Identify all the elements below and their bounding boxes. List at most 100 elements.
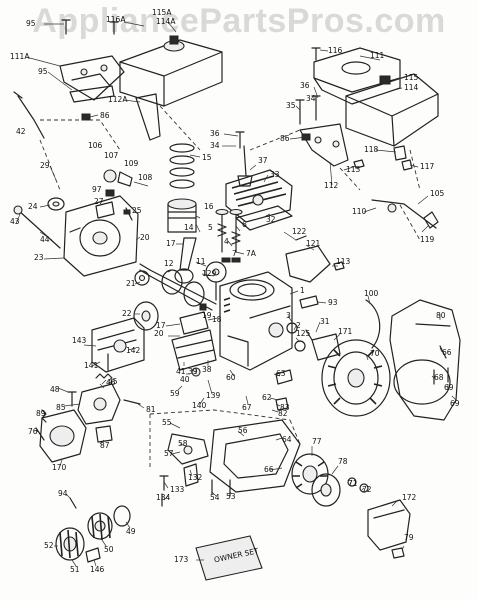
carburetor-45[interactable] xyxy=(77,383,121,425)
choke-linkage-105[interactable] xyxy=(371,199,439,229)
connecting-rod-17[interactable] xyxy=(174,237,197,284)
screw-36b[interactable] xyxy=(235,131,245,149)
screw-116a[interactable] xyxy=(109,21,119,35)
part-label: 173 xyxy=(174,555,189,564)
air-cleaner-cover-right[interactable] xyxy=(345,73,439,147)
governor-106-109[interactable] xyxy=(103,169,133,197)
part-label: 51 xyxy=(70,565,80,574)
part-label: 6 xyxy=(242,220,247,229)
part-label: 70 xyxy=(370,349,380,358)
flywheel-key-12[interactable] xyxy=(221,257,231,263)
screw-81[interactable] xyxy=(123,399,141,405)
nut-113b[interactable] xyxy=(333,261,345,271)
carburetor-bracket-112[interactable] xyxy=(299,123,349,167)
part-117[interactable] xyxy=(401,159,413,171)
flywheel-22[interactable] xyxy=(133,301,159,331)
screw-66[interactable] xyxy=(439,345,447,359)
screw-35[interactable] xyxy=(295,99,305,125)
muffler-141[interactable] xyxy=(91,317,145,373)
part-label: 139 xyxy=(206,391,221,400)
cord-guide-100[interactable] xyxy=(365,299,381,349)
part-label: 31 xyxy=(320,317,330,326)
part-label: 59 xyxy=(170,389,180,398)
spark-plug-37[interactable] xyxy=(237,145,253,187)
part-label: 18 xyxy=(212,315,222,324)
part-label: 24 xyxy=(28,202,38,211)
part-label: 116 xyxy=(328,46,343,55)
head-gasket-32[interactable] xyxy=(235,205,293,231)
part-label: 34 xyxy=(210,141,220,150)
spacer-2-3[interactable] xyxy=(286,322,306,352)
screw-86a[interactable] xyxy=(81,113,91,121)
shroud-121[interactable] xyxy=(285,245,331,283)
part-label: 93 xyxy=(328,298,338,307)
clip-93[interactable] xyxy=(299,295,319,309)
crankcase-cover-20[interactable] xyxy=(63,195,139,277)
air-filter-cover-172[interactable] xyxy=(367,499,411,551)
rewind-starter-70[interactable] xyxy=(321,339,391,417)
screw-68-69[interactable] xyxy=(433,367,449,385)
owners-manual-173[interactable]: OWNER SET xyxy=(195,535,263,581)
dipstick-44[interactable] xyxy=(13,205,61,249)
part-label: 46 xyxy=(106,378,116,387)
washer-72[interactable] xyxy=(359,483,369,493)
blower-housing-80[interactable] xyxy=(389,299,461,421)
float-bowl-170[interactable] xyxy=(39,409,87,463)
piston-14[interactable] xyxy=(167,198,197,233)
part-label: 15 xyxy=(202,153,212,162)
cylinder-head-33[interactable] xyxy=(225,169,293,223)
governor-lever-58[interactable] xyxy=(167,433,209,465)
starter-cup-78[interactable] xyxy=(311,473,341,507)
screw-122[interactable] xyxy=(295,235,307,241)
starter-pulley-77[interactable] xyxy=(291,453,329,495)
gaskets-17-19[interactable] xyxy=(179,303,209,335)
air-cleaner-cover-left[interactable] xyxy=(119,35,223,107)
part-label: 36 xyxy=(210,129,220,138)
breather-tube-42[interactable] xyxy=(13,91,45,139)
part-label: 21 xyxy=(126,279,136,288)
gasket-95[interactable] xyxy=(69,85,115,103)
spring-46[interactable] xyxy=(95,373,113,379)
bearing-52[interactable] xyxy=(55,527,85,561)
screw-48[interactable] xyxy=(67,391,77,407)
air-cleaner-bracket-left[interactable] xyxy=(59,55,125,101)
bracket-31-171[interactable] xyxy=(305,329,341,361)
part-63[interactable] xyxy=(275,369,293,385)
part-label: 57 xyxy=(164,449,174,458)
bracket-132[interactable] xyxy=(183,463,199,487)
screw-76[interactable] xyxy=(35,427,45,441)
cylinder-block-1[interactable] xyxy=(219,271,293,371)
part-label: 146 xyxy=(90,565,105,574)
bracket-112a[interactable] xyxy=(135,93,161,141)
leader-lines xyxy=(15,21,457,567)
washer-71[interactable] xyxy=(347,477,357,487)
part-label: 132 xyxy=(188,473,203,482)
washer-146[interactable] xyxy=(85,547,101,563)
base-plate-56-64[interactable] xyxy=(209,419,301,493)
part-label: 20 xyxy=(154,329,164,338)
spring-49[interactable] xyxy=(113,505,131,527)
pin-94[interactable] xyxy=(69,497,77,509)
part-118[interactable] xyxy=(393,145,407,161)
part-label: 77 xyxy=(312,437,322,446)
cam-gear-129[interactable] xyxy=(205,261,227,301)
part-62[interactable] xyxy=(275,397,289,411)
part-87[interactable] xyxy=(95,425,113,443)
screw-34a[interactable] xyxy=(311,95,321,121)
gear-50[interactable] xyxy=(87,512,113,541)
part-label: 50 xyxy=(104,545,114,554)
screw-95a[interactable] xyxy=(61,19,71,35)
part-79[interactable] xyxy=(391,547,405,559)
screw-116[interactable] xyxy=(311,47,321,61)
part-label: 49 xyxy=(126,527,136,536)
screw-133[interactable] xyxy=(159,475,169,491)
seal-plate-21[interactable] xyxy=(134,270,150,286)
gasket-27-25[interactable] xyxy=(95,201,131,219)
part-label: 115 xyxy=(404,73,419,82)
spring-89[interactable] xyxy=(41,409,47,423)
oil-seal-24[interactable] xyxy=(47,197,65,211)
breather-assembly-38-41[interactable] xyxy=(171,329,217,377)
valve-springs-7[interactable] xyxy=(217,223,241,263)
piston-rings-15[interactable] xyxy=(169,143,195,189)
